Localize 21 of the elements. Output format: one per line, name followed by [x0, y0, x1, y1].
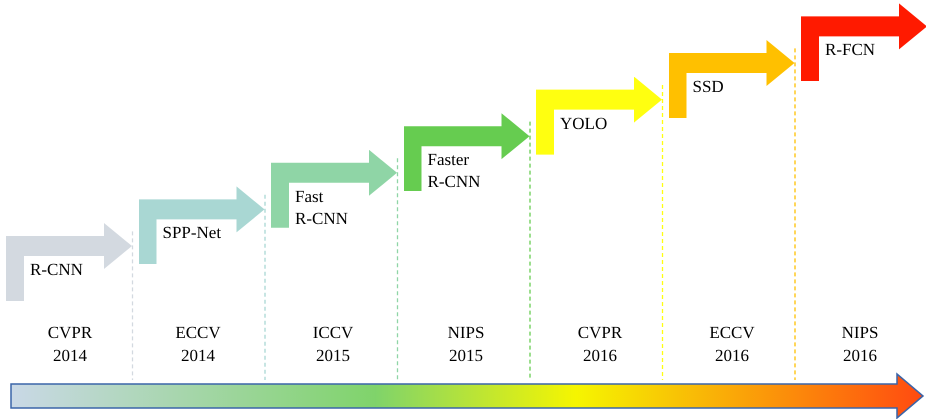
venue-label: CVPR 2014	[46, 322, 94, 367]
bent-arrow-shape	[138, 186, 264, 264]
method-name: YOLO	[560, 112, 608, 135]
bent-arrow-shape	[801, 3, 926, 82]
bent-arrow-shape	[404, 113, 530, 192]
venue-label: CVPR 2016	[576, 322, 624, 367]
bent-arrow-shape	[536, 76, 662, 155]
method-name: R-CNN	[30, 259, 84, 281]
venue-label: ICCV 2015	[312, 322, 354, 367]
venue-label: NIPS 2016	[840, 322, 880, 367]
bent-arrow-shape	[271, 150, 397, 228]
bent-arrow-shape	[6, 223, 132, 301]
bent-arrow-shape	[668, 40, 794, 118]
method-name: Faster R-CNN	[428, 149, 482, 194]
method-name: Fast R-CNN	[295, 186, 349, 230]
venue-label: ECCV 2014	[174, 322, 222, 367]
method-name: SSD	[692, 76, 725, 98]
venue-label: ECCV 2016	[708, 322, 756, 367]
method-name: SPP-Net	[162, 222, 222, 244]
venue-label: NIPS 2015	[446, 322, 486, 367]
method-name: R-FCN	[825, 39, 876, 62]
